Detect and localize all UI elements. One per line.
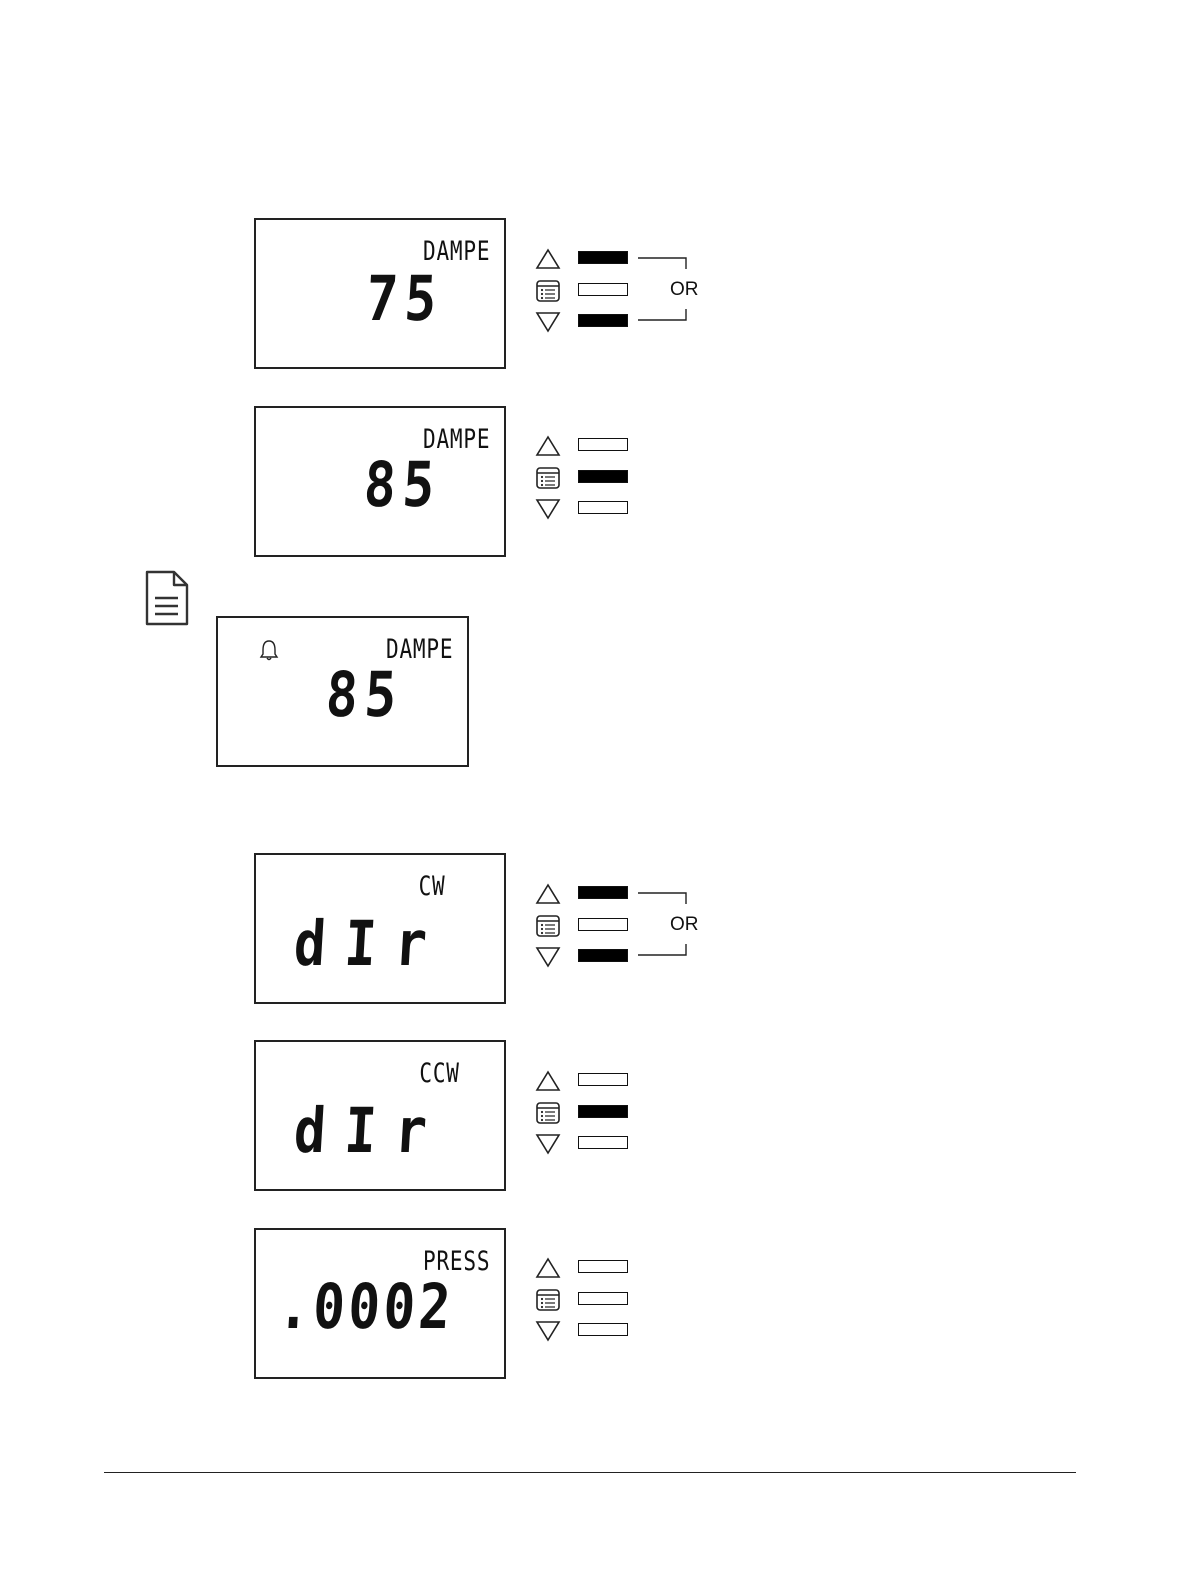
lcd-value: 75 [364, 268, 445, 330]
down-key-indicator [578, 949, 628, 962]
menu-list-icon [534, 1288, 562, 1312]
menu-list-icon [534, 466, 562, 490]
key-row-down [534, 945, 644, 967]
keypad-3: OR [534, 882, 704, 972]
key-row-up [534, 882, 644, 904]
document-note-icon [144, 570, 190, 626]
menu-key-indicator [578, 1105, 628, 1118]
lcd-screen-2: DAMPE 85 [254, 406, 506, 557]
down-key-indicator [578, 1136, 628, 1149]
keypad-5 [534, 1256, 704, 1346]
up-triangle-icon [534, 434, 562, 458]
key-row-down [534, 497, 644, 519]
or-label: OR [670, 914, 699, 936]
key-row-up [534, 1256, 644, 1278]
key-row-up [534, 434, 644, 456]
key-row-down [534, 1132, 644, 1154]
lcd-screen-3: DAMPE 85 [216, 616, 469, 767]
lcd-screen-4: CW dIr [254, 853, 506, 1004]
lcd-label: CW [419, 871, 446, 902]
key-row-up [534, 1069, 644, 1091]
menu-list-icon [534, 279, 562, 303]
up-key-indicator [578, 251, 628, 264]
down-key-indicator [578, 314, 628, 327]
key-row-menu [534, 1288, 644, 1310]
or-label: OR [670, 279, 699, 301]
lcd-value: 85 [362, 454, 443, 516]
key-row-menu [534, 1101, 644, 1123]
up-key-indicator [578, 438, 628, 451]
menu-key-indicator [578, 283, 628, 296]
footer-rule [104, 1472, 1076, 1473]
up-key-indicator [578, 886, 628, 899]
down-key-indicator [578, 1323, 628, 1336]
lcd-value: .0002 [276, 1276, 455, 1338]
lcd-value: dIr [292, 913, 447, 975]
down-triangle-icon [534, 497, 562, 521]
keypad-2 [534, 434, 704, 524]
down-key-indicator [578, 501, 628, 514]
bell-icon [258, 638, 280, 662]
lcd-value: dIr [292, 1100, 447, 1162]
key-row-down [534, 1319, 644, 1341]
keypad-4 [534, 1069, 704, 1159]
up-key-indicator [578, 1073, 628, 1086]
key-row-up [534, 247, 644, 269]
keypad-1: OR [534, 247, 704, 337]
up-triangle-icon [534, 882, 562, 906]
down-triangle-icon [534, 1319, 562, 1343]
key-row-down [534, 310, 644, 332]
key-row-menu [534, 279, 644, 301]
lcd-screen-5: CCW dIr [254, 1040, 506, 1191]
lcd-screen-1: DAMPE 75 [254, 218, 506, 369]
up-key-indicator [578, 1260, 628, 1273]
up-triangle-icon [534, 247, 562, 271]
down-triangle-icon [534, 945, 562, 969]
menu-key-indicator [578, 918, 628, 931]
down-triangle-icon [534, 310, 562, 334]
menu-list-icon [534, 914, 562, 938]
menu-key-indicator [578, 470, 628, 483]
key-row-menu [534, 914, 644, 936]
up-triangle-icon [534, 1256, 562, 1280]
menu-list-icon [534, 1101, 562, 1125]
lcd-screen-6: PRESS .0002 [254, 1228, 506, 1379]
down-triangle-icon [534, 1132, 562, 1156]
key-row-menu [534, 466, 644, 488]
menu-key-indicator [578, 1292, 628, 1305]
lcd-label: CCW [420, 1058, 460, 1089]
up-triangle-icon [534, 1069, 562, 1093]
lcd-value: 85 [324, 664, 405, 726]
